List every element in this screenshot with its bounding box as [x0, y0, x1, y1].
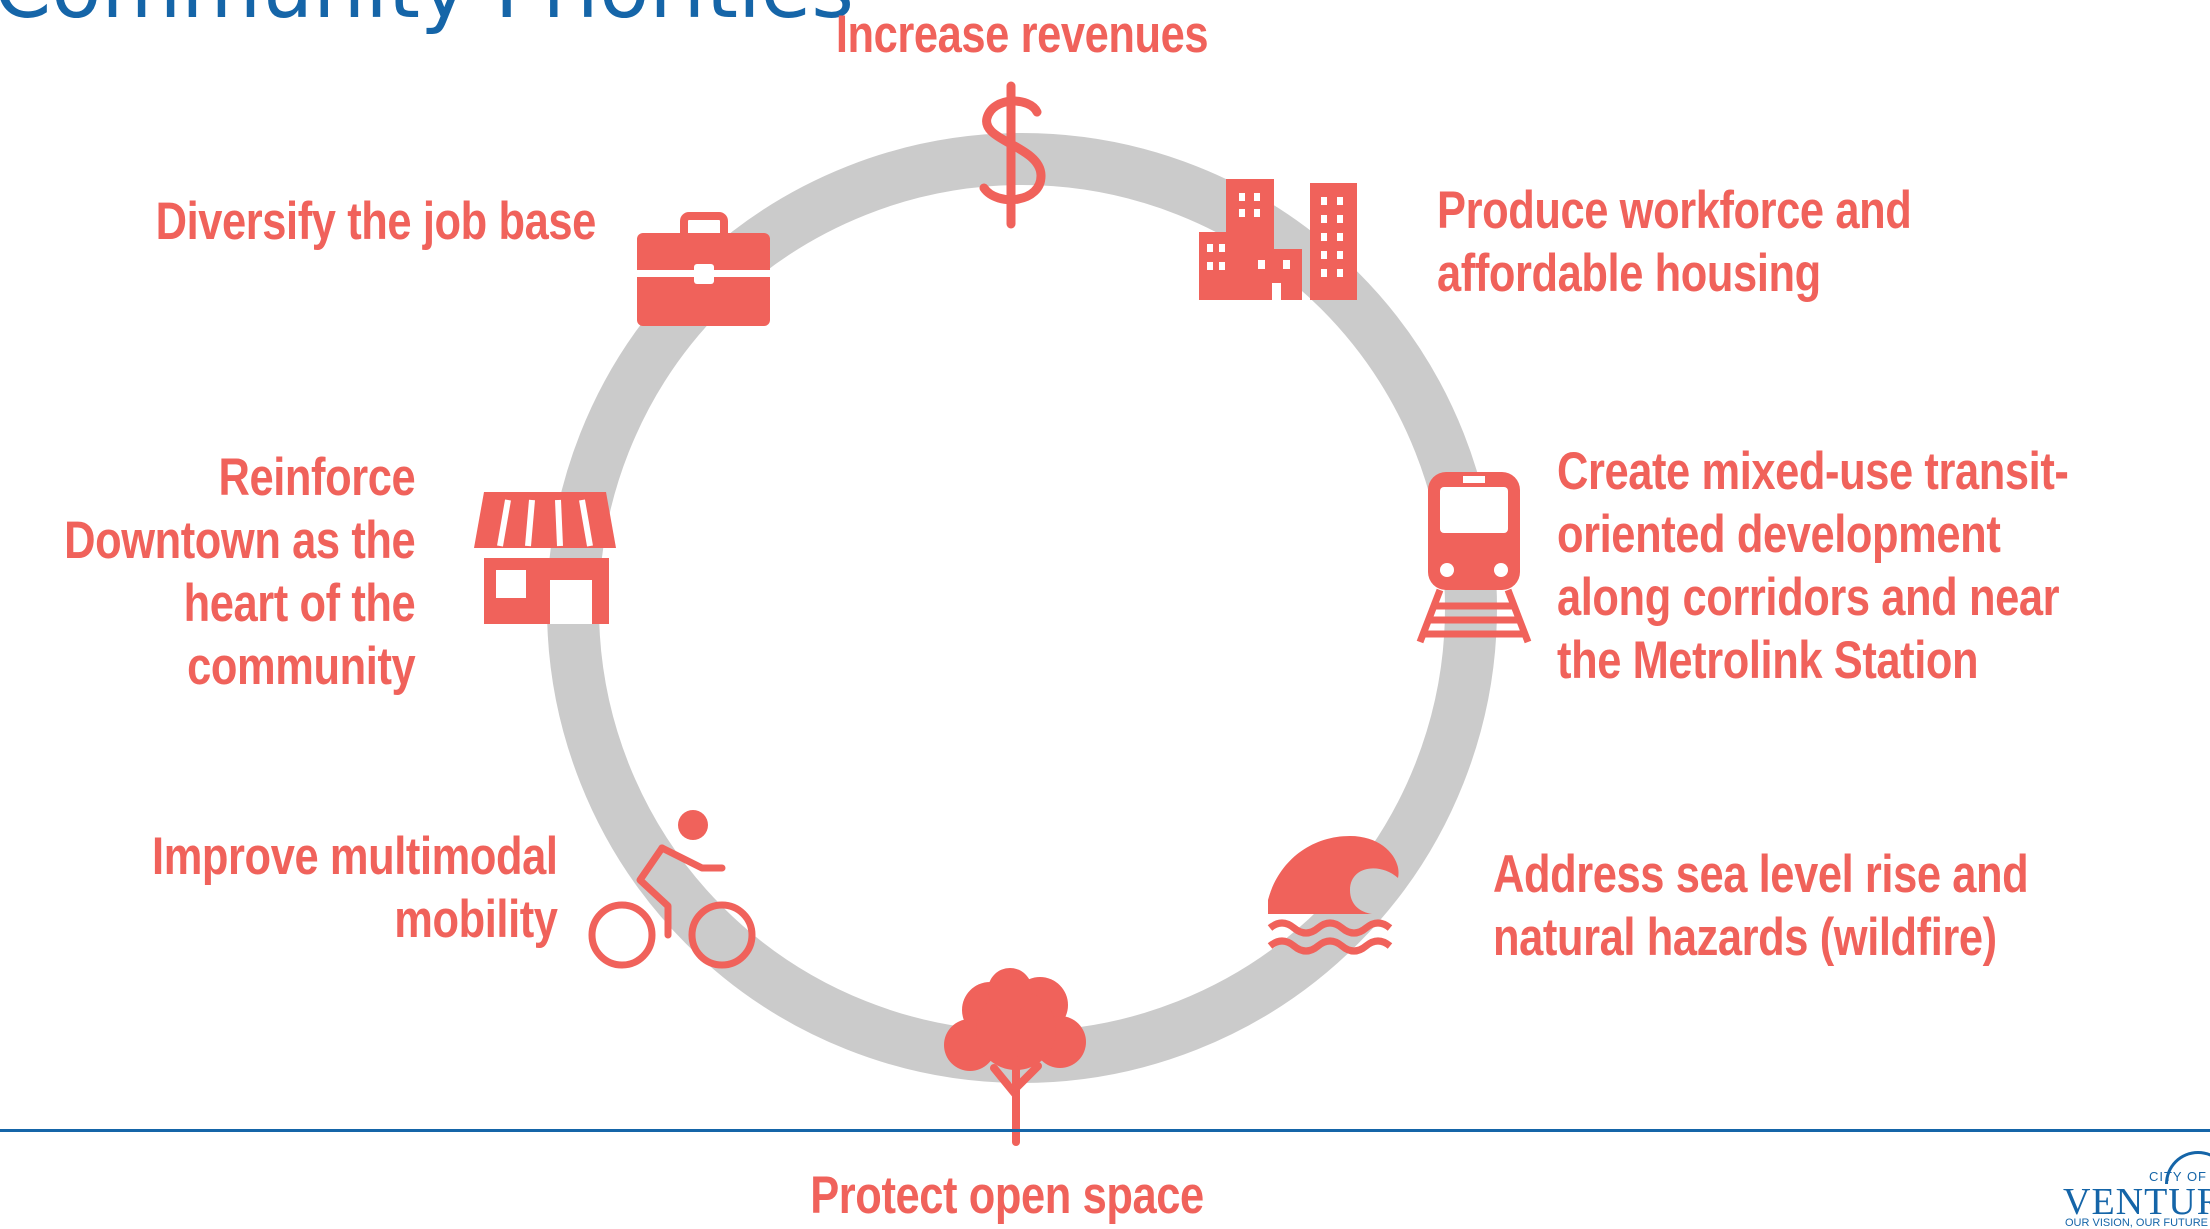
priority-job-base: Diversify the job base	[155, 192, 597, 251]
buildings-icon	[1199, 179, 1357, 300]
train-icon	[1416, 472, 1532, 644]
logo-tagline: OUR VISION, OUR FUTURE	[2065, 1217, 2209, 1229]
logo-city-of: CITY OF	[2148, 1169, 2207, 1184]
bicycle-icon	[588, 810, 756, 969]
logo-name: VENTURA	[2063, 1181, 2210, 1223]
priority-mobility: Improve multimodal mobility	[152, 827, 558, 949]
briefcase-icon	[637, 212, 770, 326]
footer-divider	[0, 1129, 2210, 1132]
priority-open-space: Protect open space	[810, 1166, 1204, 1225]
page-title: Community Priorities	[0, 0, 854, 37]
priority-sea-level: Address sea level rise and natural hazar…	[1493, 845, 2029, 967]
dollar-icon	[979, 81, 1046, 229]
priority-downtown: Reinforce Downtown as the heart of the c…	[63, 448, 416, 696]
storefront-icon	[474, 492, 616, 624]
priority-housing: Produce workforce and affordable housing	[1437, 181, 1912, 303]
city-logo: CITY OF VENTURA OUR VISION, OUR FUTURE	[2055, 1145, 2210, 1229]
priority-increase-revenues: Increase revenues	[835, 5, 1209, 64]
wave-icon	[1267, 836, 1399, 955]
priority-transit: Create mixed-use transit- oriented devel…	[1557, 442, 2069, 690]
tree-icon	[944, 968, 1086, 1146]
